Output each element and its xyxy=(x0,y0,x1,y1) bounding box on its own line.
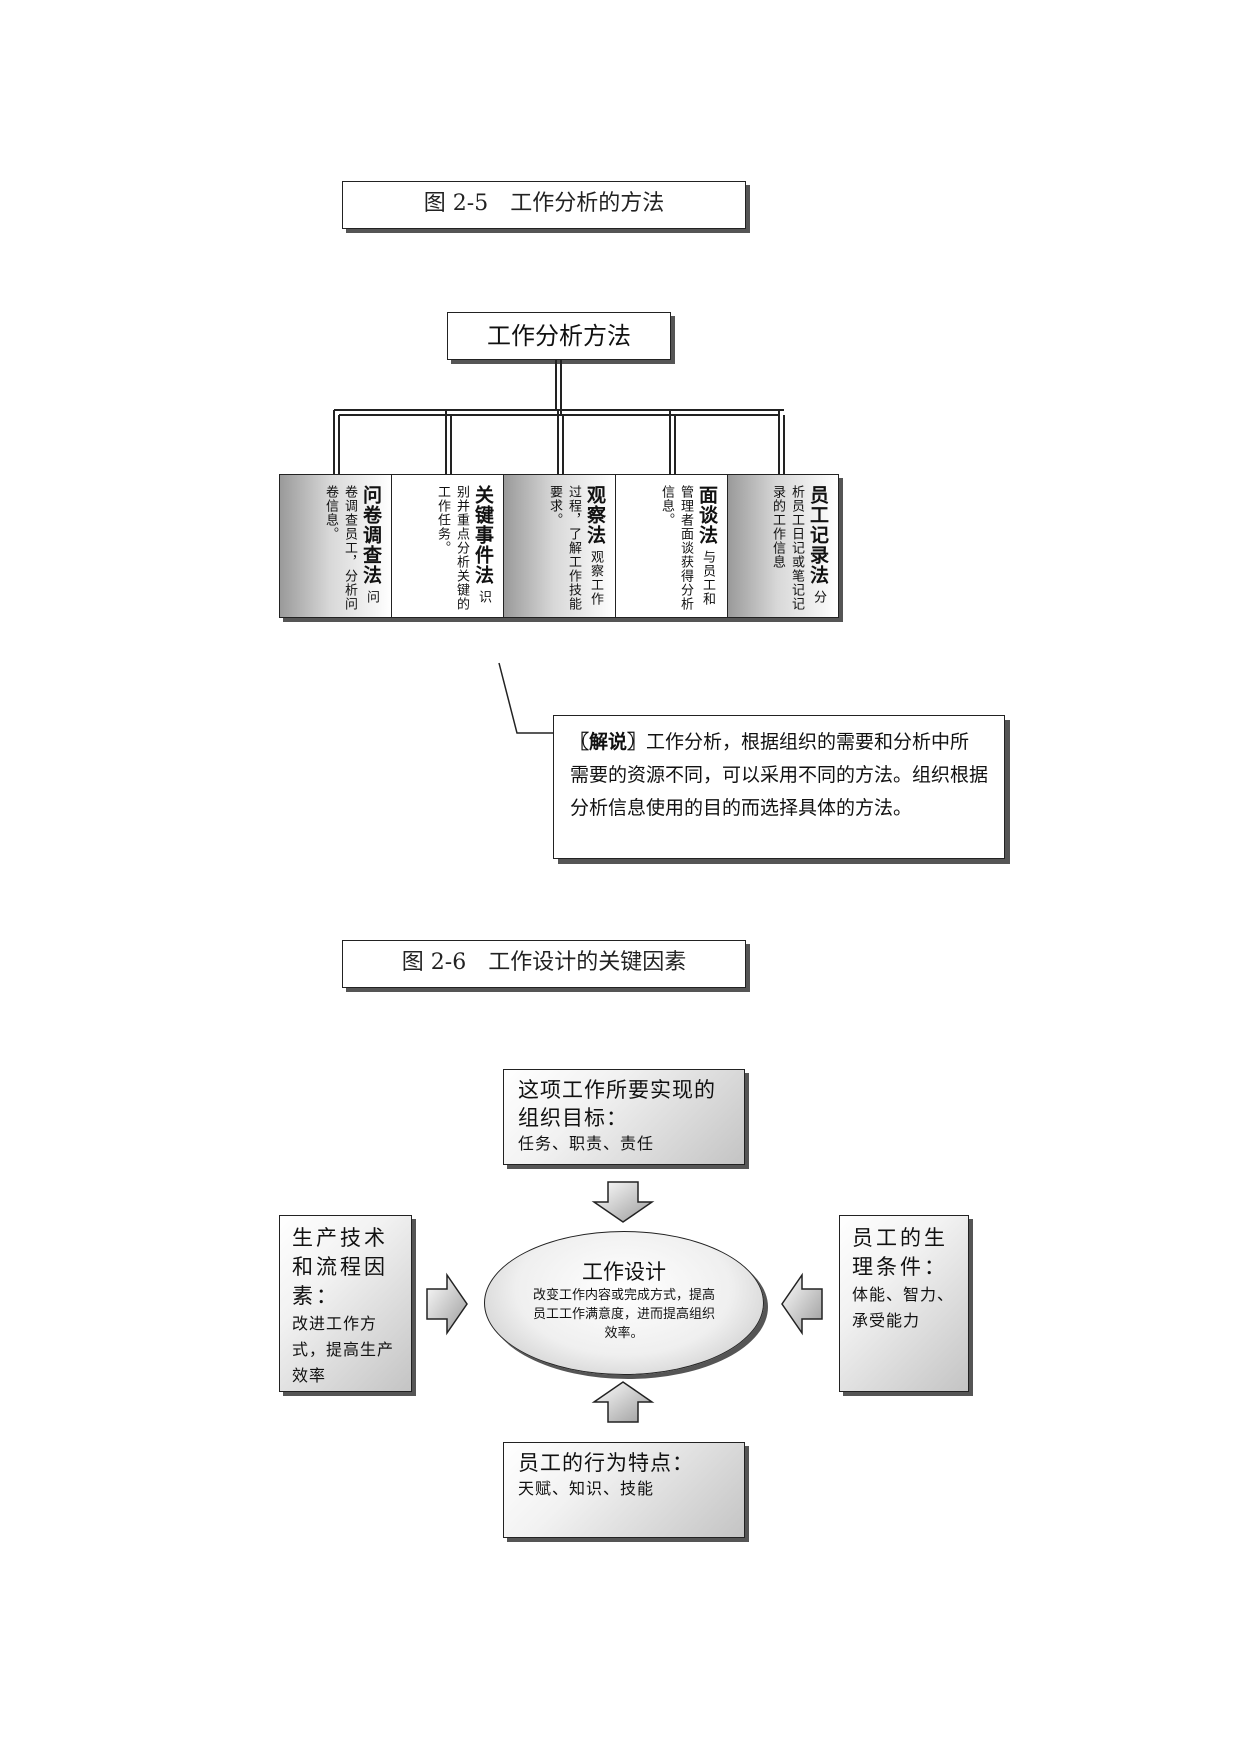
method-desc: 分析员工日记或笔记记录的工作信息 xyxy=(770,485,826,611)
explanation-note: 〖解说〗工作分析，根据组织的需要和分析中所需要的资源不同，可以采用不同的方法。组… xyxy=(553,715,1005,859)
method-title: 员工记录法 xyxy=(807,485,829,585)
factor-title: 生产技术和流程因素： xyxy=(292,1226,388,1308)
method-desc: 问卷调查员工，分析问卷信息。 xyxy=(323,485,379,611)
arrow-right-icon xyxy=(426,1272,468,1336)
factor-title: 员工的行为特点： xyxy=(518,1451,694,1475)
method-title: 观察法 xyxy=(584,485,606,545)
center-title: 工作设计 xyxy=(582,1260,666,1284)
factor-desc: 任务、职责、责任 xyxy=(518,1134,655,1153)
method-desc: 观察工作过程，了解工作技能要求。 xyxy=(547,485,603,611)
factor-left: 生产技术和流程因素： 改进工作方式，提高生产效率 xyxy=(279,1215,412,1392)
method-desc: 与员工和管理者面谈获得分析信息。 xyxy=(659,485,715,611)
factor-desc: 天赋、知识、技能 xyxy=(518,1479,655,1498)
center-desc: 改变工作内容或完成方式，提高员工工作满意度，进而提高组织效率。 xyxy=(532,1288,715,1341)
method-employee-log: 员工记录法 分析员工日记或笔记记录的工作信息 xyxy=(727,474,839,618)
figure-2-6-caption: 图 2-6 工作设计的关键因素 xyxy=(342,940,746,988)
method-questionnaire: 问卷调查法 问卷调查员工，分析问卷信息。 xyxy=(279,474,392,618)
note-text: 工作分析，根据组织的需要和分析中所需要的资源不同，可以采用不同的方法。组织根据分… xyxy=(570,731,989,819)
factor-title: 这项工作所要实现的组织目标： xyxy=(518,1078,716,1130)
factor-right: 员工的生理条件： 体能、智力、承受能力 xyxy=(839,1215,969,1392)
method-observation: 观察法 观察工作过程，了解工作技能要求。 xyxy=(503,474,616,618)
note-label: 〖解说〗 xyxy=(570,731,647,753)
method-title: 面谈法 xyxy=(696,485,718,545)
method-interview: 面谈法 与员工和管理者面谈获得分析信息。 xyxy=(615,474,728,618)
center-ellipse: 工作设计 改变工作内容或完成方式，提高员工工作满意度，进而提高组织效率。 xyxy=(484,1231,764,1375)
method-title: 问卷调查法 xyxy=(360,485,382,585)
arrow-up-icon xyxy=(591,1381,655,1423)
method-desc: 识别并重点分析关键的工作任务。 xyxy=(435,485,491,611)
arrow-down-icon xyxy=(591,1181,655,1223)
factor-top: 这项工作所要实现的组织目标： 任务、职责、责任 xyxy=(503,1069,745,1165)
factor-desc: 体能、智力、承受能力 xyxy=(852,1285,955,1330)
figure-2-5-caption: 图 2-5 工作分析的方法 xyxy=(342,181,746,229)
method-critical-incident: 关键事件法 识别并重点分析关键的工作任务。 xyxy=(391,474,504,618)
factor-bottom: 员工的行为特点： 天赋、知识、技能 xyxy=(503,1442,745,1538)
arrow-left-icon xyxy=(781,1272,823,1336)
factor-title: 员工的生理条件： xyxy=(852,1226,948,1279)
factor-desc: 改进工作方式，提高生产效率 xyxy=(292,1314,395,1385)
root-node: 工作分析方法 xyxy=(447,312,671,360)
method-title: 关键事件法 xyxy=(472,485,494,585)
